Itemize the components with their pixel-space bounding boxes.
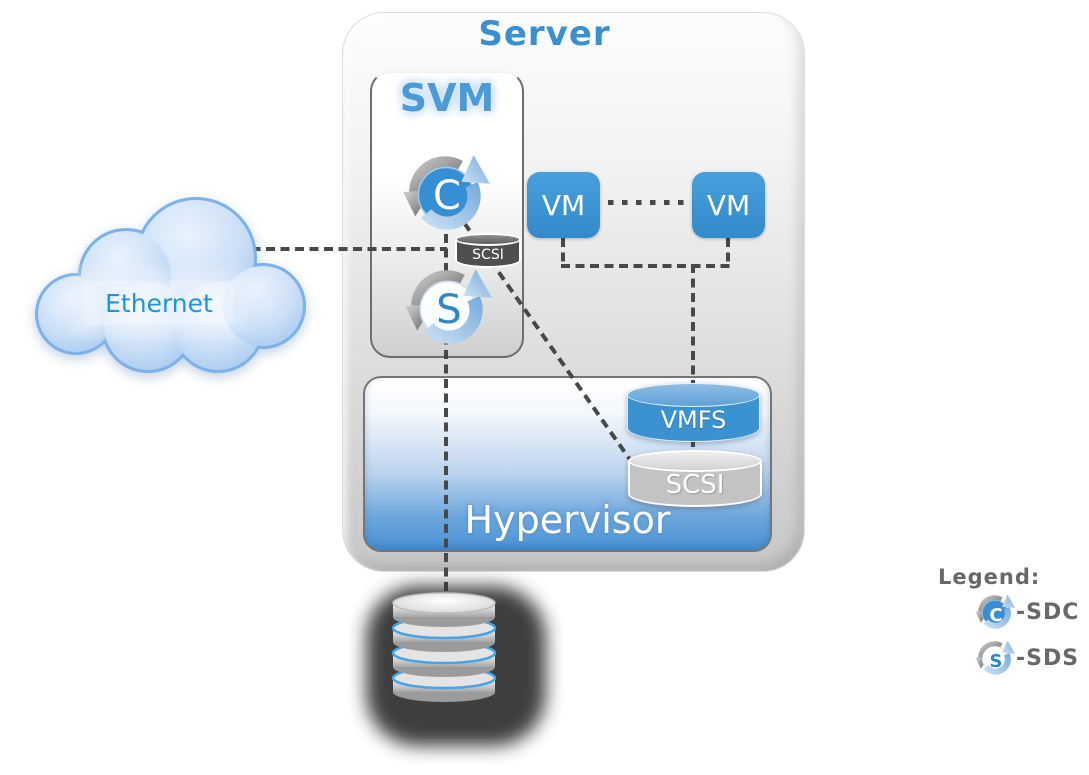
vm-left-dashed-line xyxy=(561,238,565,267)
server-title: Server xyxy=(478,14,611,54)
vm-vm-dotted-connector xyxy=(608,200,688,205)
sdc-sync-icon: C xyxy=(400,147,492,239)
svm-scsi-label: SCSI xyxy=(472,247,504,263)
vm-left-label: VM xyxy=(541,188,586,222)
vmfs-cylinder: VMFS xyxy=(627,383,760,442)
legend: Legend: C -SDC S -SDS xyxy=(930,565,1088,681)
vm-vmfs-dashed-line xyxy=(691,264,695,454)
storage-cylinder-icon xyxy=(390,591,498,713)
legend-sds-label: -SDS xyxy=(1016,645,1080,671)
cylinder-cap xyxy=(628,450,762,472)
vm-box-right: VM xyxy=(692,172,765,238)
sds-sync-icon: S xyxy=(402,261,494,353)
sds-letter: S xyxy=(436,287,462,333)
vm-right-dashed-line xyxy=(726,238,730,267)
vm-horizontal-dashed-line xyxy=(561,264,730,268)
ethernet-label: Ethernet xyxy=(85,281,233,325)
sdc-letter: C xyxy=(433,173,461,219)
sdc-storage-dashed-line xyxy=(444,234,448,598)
svm-title: SVM xyxy=(399,76,495,120)
legend-row-sdc: C -SDC xyxy=(974,589,1088,635)
cylinder-cap xyxy=(455,233,521,246)
legend-title: Legend: xyxy=(938,565,1041,589)
sds-legend-icon: S xyxy=(974,637,1016,679)
hypervisor-scsi-label: SCSI xyxy=(665,470,725,500)
legend-row-sds: S -SDS xyxy=(974,635,1088,681)
cylinder-cap xyxy=(627,383,760,407)
legend-sdc-label: -SDC xyxy=(1016,599,1080,625)
hypervisor-title: Hypervisor xyxy=(464,498,671,542)
svm-scsi-cylinder: SCSI xyxy=(455,233,521,268)
hypervisor-scsi-cylinder: SCSI xyxy=(628,450,762,507)
sds-legend-letter: S xyxy=(989,650,1003,672)
vm-right-label: VM xyxy=(706,188,751,222)
ethernet-svm-dashed-line xyxy=(237,247,447,251)
sdc-legend-letter: C xyxy=(989,604,1003,626)
vmfs-label: VMFS xyxy=(660,406,727,434)
vm-box-left: VM xyxy=(527,172,600,238)
sdc-legend-icon: C xyxy=(974,591,1016,633)
